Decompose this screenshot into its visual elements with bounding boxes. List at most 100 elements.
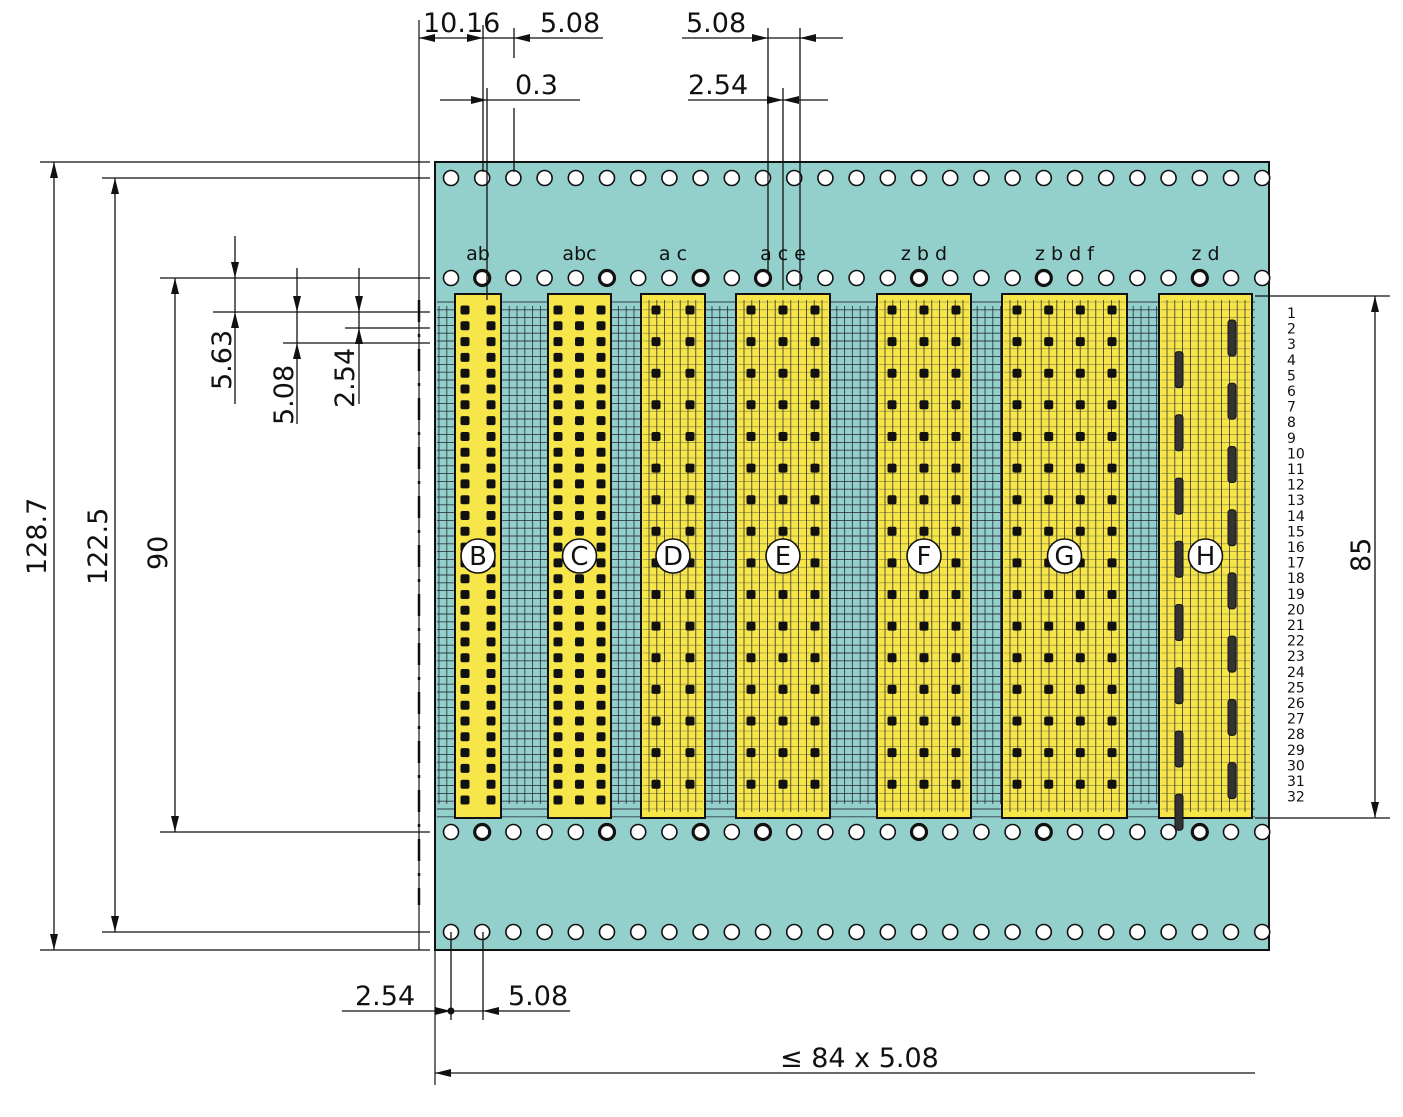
mounting-hole: [629, 269, 647, 287]
contact-pin: [460, 495, 470, 505]
contact-pin: [651, 337, 661, 347]
contact-pin: [810, 621, 820, 631]
contact-pin: [486, 432, 496, 441]
contact-pin: [553, 637, 563, 647]
column-labels: a c: [659, 243, 687, 265]
contact-pin: [460, 416, 470, 426]
contact-pin: [486, 400, 496, 410]
contact-pin: [575, 637, 584, 647]
contact-pin: [596, 416, 606, 426]
contact-pin: [575, 526, 584, 536]
contact-pin: [553, 779, 563, 789]
contact-pin: [553, 684, 563, 694]
contact-pin: [810, 368, 820, 378]
row-number: 2: [1287, 322, 1296, 338]
mounting-hole: [785, 923, 803, 941]
contact-pin: [951, 432, 961, 441]
row-number: 14: [1287, 509, 1305, 525]
connector-letter: H: [1196, 542, 1216, 572]
row-number: 23: [1287, 649, 1305, 665]
contact-pin: [1075, 432, 1085, 441]
mounting-hole: [910, 923, 928, 941]
contact-pin: [575, 779, 584, 789]
contact-pin: [596, 732, 606, 742]
contact-pin: [810, 558, 820, 568]
contact-pin: [651, 748, 661, 758]
contact-pin: [1012, 558, 1022, 568]
mounting-hole: [848, 269, 865, 287]
contact-pin: [1044, 653, 1054, 663]
contact-pin: [1075, 590, 1085, 599]
contact-pin: [887, 684, 897, 694]
connector-g: z b d fG: [1001, 243, 1128, 819]
contact-pin: [553, 416, 563, 426]
contact-pin: [460, 605, 470, 615]
contact-pin: [553, 574, 563, 584]
contact-pin: [746, 716, 756, 726]
contact-pin: [553, 558, 563, 568]
contact-pin: [575, 479, 584, 489]
contact-pin: [1044, 779, 1054, 789]
contact-pin: [486, 621, 496, 631]
contact-pin: [596, 605, 606, 615]
contact-pin: [553, 700, 563, 710]
mounting-hole: [879, 169, 897, 187]
row-number: 9: [1287, 431, 1296, 447]
contact-pin: [553, 732, 563, 742]
contact-pin: [460, 684, 470, 694]
contact-pin: [1012, 748, 1022, 758]
contact-pin: [951, 779, 961, 789]
contact-pin: [778, 337, 788, 347]
contact-pin: [1075, 684, 1085, 694]
contact-pin: [553, 432, 563, 441]
contact-pin: [575, 337, 584, 347]
contact-pin: [1107, 653, 1117, 663]
row-number: 29: [1287, 743, 1305, 759]
dim-bottom-total: ≤ 84 x 5.08: [780, 1043, 939, 1074]
mounting-hole: [661, 923, 678, 941]
contact-pin: [596, 495, 606, 505]
contact-pin: [951, 590, 961, 599]
contact-pin: [596, 447, 606, 457]
power-contact: [1227, 319, 1237, 357]
contact-pin: [553, 305, 563, 315]
mounting-hole: [661, 823, 678, 841]
contact-pin: [486, 732, 496, 742]
mounting-hole: [567, 823, 585, 841]
contact-pin: [596, 368, 606, 378]
contact-pin: [951, 621, 961, 631]
contact-pin: [596, 400, 606, 410]
contact-pin: [746, 653, 756, 663]
mounting-hole: [753, 822, 773, 842]
row-number: 4: [1287, 353, 1296, 369]
power-contact: [1174, 414, 1184, 452]
mounting-hole: [1004, 823, 1021, 841]
contact-pin: [887, 495, 897, 505]
mounting-hole: [442, 269, 460, 287]
mounting-hole: [910, 169, 928, 187]
connector-badge: [765, 538, 801, 574]
contact-pin: [596, 716, 606, 726]
contact-pin: [1012, 716, 1022, 726]
contact-pin: [575, 368, 584, 378]
contact-pin: [575, 384, 584, 394]
contact-pin: [1044, 748, 1054, 758]
contact-pin: [460, 463, 470, 473]
contact-pin: [1075, 400, 1085, 410]
contact-pin: [919, 748, 929, 758]
contact-pin: [919, 590, 929, 599]
contact-pin: [460, 732, 470, 742]
contact-pin: [486, 463, 496, 473]
contact-pin: [746, 368, 756, 378]
dim-bottom-2-54: 2.54: [355, 981, 415, 1012]
mounting-hole: [473, 923, 491, 941]
contact-pin: [596, 305, 606, 315]
contact-pin: [486, 590, 496, 599]
contact-pin: [651, 368, 661, 378]
contact-pin: [1012, 400, 1022, 410]
contact-pin: [486, 384, 496, 394]
dimension-arrows: [50, 34, 1379, 1077]
row-number: 12: [1287, 478, 1305, 494]
contact-pin: [746, 684, 756, 694]
contact-pin: [746, 558, 756, 568]
